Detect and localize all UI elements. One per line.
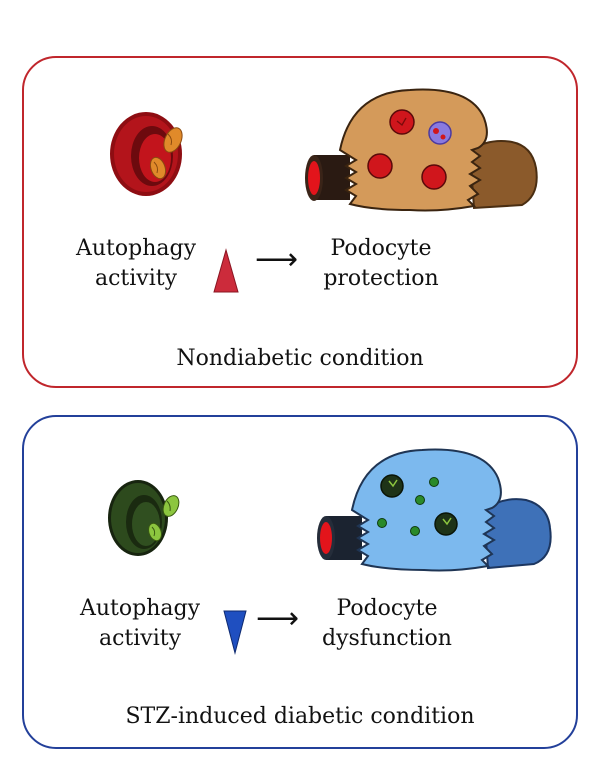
nondiabetic-panel: [22, 56, 578, 388]
autophagy-activity-label: Autophagy activity: [79, 596, 201, 651]
increase-triangle-icon: [213, 248, 239, 293]
podocyte-outcome-label: Podocyte dysfunction: [322, 596, 452, 651]
condition-caption: Nondiabetic condition: [176, 346, 424, 371]
podocyte-outcome-label: Podocyte protection: [323, 236, 439, 291]
decrease-triangle-icon: [223, 610, 247, 655]
podocyte-cell-icon: [350, 448, 552, 572]
capillary-icon: [305, 155, 350, 201]
autophagy-activity-label: Autophagy activity: [75, 236, 197, 291]
right-arrow-icon: ⟶: [255, 242, 299, 277]
podocyte-cell-icon: [338, 88, 538, 212]
condition-caption: STZ-induced diabetic condition: [125, 704, 475, 729]
autophagosome-icon: [110, 112, 183, 196]
capillary-icon: [317, 516, 362, 560]
autophagosome-icon: [108, 480, 180, 556]
right-arrow-icon: ⟶: [256, 601, 300, 636]
